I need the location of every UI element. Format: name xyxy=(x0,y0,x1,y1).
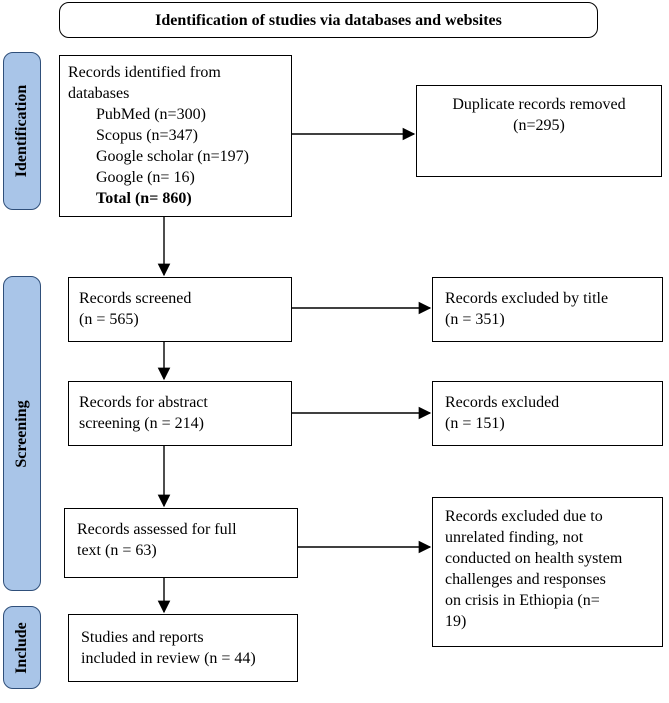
excluded-fulltext-line-1: Records excluded due to xyxy=(445,508,603,525)
fulltext-assessed-text: Records assessed for full xyxy=(77,521,237,538)
excluded-by-title-box: Records excluded by title (n = 351) xyxy=(432,277,663,342)
excluded-by-title-text: Records excluded by title xyxy=(445,290,609,307)
records-screened-count: (n = 565) xyxy=(79,311,139,328)
excluded-fulltext-line-5: on crisis in Ethiopia (n= xyxy=(445,592,600,609)
included-count: included in review (n = 44) xyxy=(81,650,256,667)
source-pubmed: PubMed (n=300) xyxy=(96,106,206,123)
excluded-abstract-box: Records excluded (n = 151) xyxy=(432,381,663,446)
included-text: Studies and reports xyxy=(81,629,204,646)
fulltext-assessed-count: text (n = 63) xyxy=(77,542,157,559)
excluded-fulltext-line-2: unrelated finding, not xyxy=(445,529,584,546)
records-identified-heading-1: Records identified from xyxy=(68,64,221,81)
abstract-screening-text: Records for abstract xyxy=(79,394,208,411)
records-screened-box: Records screened (n = 565) xyxy=(68,277,292,342)
excluded-abstract-text: Records excluded xyxy=(445,394,560,411)
included-box: Studies and reports included in review (… xyxy=(68,614,298,682)
abstract-screening-count: screening (n = 214) xyxy=(79,415,204,432)
excluded-abstract-count: (n = 151) xyxy=(445,415,505,432)
records-identified-box: Records identified from databases PubMed… xyxy=(59,55,292,217)
records-identified-total: Total (n= 860) xyxy=(96,190,192,207)
source-scopus: Scopus (n=347) xyxy=(96,127,198,144)
excluded-fulltext-line-4: challenges and responses xyxy=(445,571,606,588)
abstract-screening-box: Records for abstract screening (n = 214) xyxy=(68,381,292,446)
duplicates-removed-count: (n=295) xyxy=(513,117,565,134)
diagram-title-box: Identification of studies via databases … xyxy=(59,2,598,38)
excluded-fulltext-line-6: 19) xyxy=(445,613,467,630)
excluded-fulltext-box: Records excluded due to unrelated findin… xyxy=(432,497,663,647)
duplicates-removed-text: Duplicate records removed xyxy=(452,96,626,113)
duplicates-removed-box: Duplicate records removed (n=295) xyxy=(416,85,662,177)
source-google: Google (n= 16) xyxy=(96,169,195,186)
excluded-fulltext-line-3: conducted on health system xyxy=(445,550,623,567)
phase-screening: Screening xyxy=(3,276,41,591)
phase-identification: Identification xyxy=(3,52,41,210)
excluded-by-title-count: (n = 351) xyxy=(445,311,505,328)
source-google-scholar: Google scholar (n=197) xyxy=(96,148,249,165)
records-screened-text: Records screened xyxy=(79,290,192,307)
fulltext-assessed-box: Records assessed for full text (n = 63) xyxy=(64,508,298,578)
diagram-title: Identification of studies via databases … xyxy=(155,11,502,29)
records-identified-heading-2: databases xyxy=(68,85,130,102)
phase-include: Include xyxy=(3,606,41,689)
